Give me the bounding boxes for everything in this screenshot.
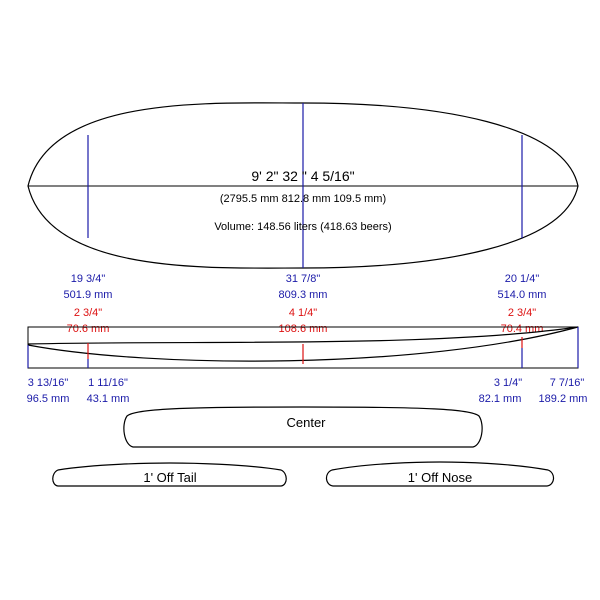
width-nose-imperial: 20 1/4" — [505, 273, 540, 285]
cross-section-tail-label: 1' Off Tail — [143, 470, 196, 485]
thickness-tail-imperial: 2 3/4" — [74, 307, 102, 319]
rocker-tail-foot-metric: 43.1 mm — [87, 393, 130, 405]
profile-bottom-curve — [27, 326, 579, 362]
rocker-tail-end-imperial: 3 13/16" — [28, 377, 69, 389]
rocker-labels: 3 13/16" 96.5 mm 1 11/16" 43.1 mm 3 1/4"… — [27, 377, 588, 405]
cross-section-nose-label: 1' Off Nose — [408, 470, 472, 485]
width-tail-metric: 501.9 mm — [64, 289, 113, 301]
thickness-nose-imperial: 2 3/4" — [508, 307, 536, 319]
rocker-nose-end-imperial: 7 7/16" — [550, 377, 585, 389]
profile-deck-curve — [27, 326, 579, 345]
profile-view — [27, 326, 579, 369]
rocker-tail-end-metric: 96.5 mm — [27, 393, 70, 405]
cross-section-tail-shape — [52, 462, 287, 487]
width-tail-imperial: 19 3/4" — [71, 273, 106, 285]
plan-view — [27, 102, 579, 269]
thickness-center-metric: 108.6 mm — [279, 323, 328, 335]
board-volume: Volume: 148.56 liters (418.63 beers) — [214, 221, 391, 233]
thickness-labels: 2 3/4" 70.6 mm 4 1/4" 108.6 mm 2 3/4" 70… — [67, 307, 544, 335]
thickness-tail-metric: 70.6 mm — [67, 323, 110, 335]
rocker-nose-end-metric: 189.2 mm — [539, 393, 588, 405]
rocker-nose-foot-imperial: 3 1/4" — [494, 377, 522, 389]
board-dimensions: 9' 2" 32 " 4 5/16" — [251, 168, 354, 184]
width-labels: 19 3/4" 501.9 mm 31 7/8" 809.3 mm 20 1/4… — [64, 273, 547, 301]
width-center-metric: 809.3 mm — [279, 289, 328, 301]
rocker-tail-foot-imperial: 1 11/16" — [88, 377, 128, 389]
cross-section-nose-shape — [325, 461, 555, 487]
width-center-imperial: 31 7/8" — [286, 273, 321, 285]
width-nose-metric: 514.0 mm — [498, 289, 547, 301]
thickness-center-imperial: 4 1/4" — [289, 307, 317, 319]
cross-sections: Center 1' Off Tail 1' Off Nose — [52, 406, 555, 487]
rocker-nose-foot-metric: 82.1 mm — [479, 393, 522, 405]
cross-section-center-shape — [123, 406, 483, 448]
cross-section-center-label: Center — [286, 415, 326, 430]
board-dimensions-metric: (2795.5 mm 812.8 mm 109.5 mm) — [220, 193, 386, 205]
